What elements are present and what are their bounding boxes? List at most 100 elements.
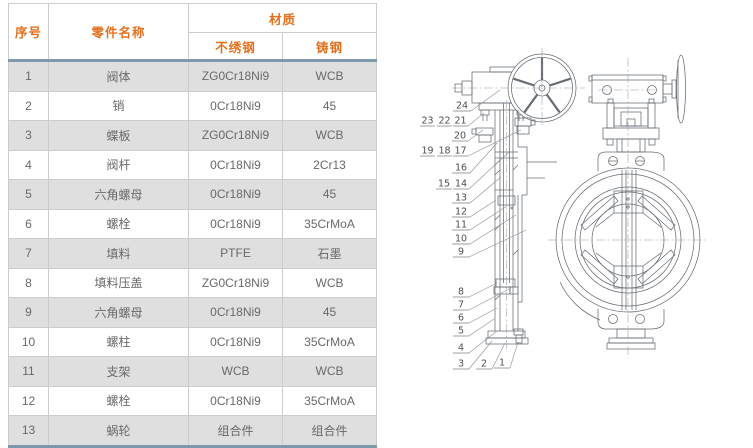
cell-cast: 45 bbox=[281, 90, 378, 121]
callout-6: 6 bbox=[458, 313, 464, 324]
callout-leader-line bbox=[469, 142, 498, 174]
callout-leader-line bbox=[468, 330, 498, 354]
callout-leader-line bbox=[468, 287, 512, 311]
cell-part-name: 阀杆 bbox=[48, 149, 189, 180]
cell-no: 10 bbox=[8, 326, 49, 357]
valve-body-front bbox=[548, 58, 708, 358]
callout-leader-line bbox=[468, 318, 495, 337]
cell-stainless: ZG0Cr18Ni9 bbox=[188, 267, 283, 298]
cell-stainless: 0Cr18Ni9 bbox=[188, 208, 283, 239]
cell-stainless: 0Cr18Ni9 bbox=[188, 149, 283, 180]
section-view bbox=[452, 48, 585, 352]
cell-cast: WCB bbox=[281, 120, 378, 151]
callout-21: 21 bbox=[454, 116, 466, 127]
front-view bbox=[548, 54, 708, 358]
cell-part-name: 蝶板 bbox=[48, 120, 189, 151]
cell-part-name: 螺栓 bbox=[48, 208, 189, 239]
cell-no: 2 bbox=[8, 90, 49, 121]
callout-leader-line bbox=[468, 229, 527, 258]
callout-leader-line bbox=[468, 282, 498, 298]
col-header-material: 材质 bbox=[187, 3, 378, 33]
callout-15: 15 bbox=[438, 179, 450, 190]
callout-17: 17 bbox=[454, 146, 466, 157]
callout-2: 2 bbox=[481, 359, 487, 370]
cell-cast: 2Cr13 bbox=[281, 149, 378, 180]
cell-part-name: 填料压盖 bbox=[48, 267, 189, 298]
cell-stainless: WCB bbox=[188, 356, 283, 387]
cell-part-name: 螺栓 bbox=[48, 385, 189, 416]
cell-cast: WCB bbox=[281, 60, 378, 92]
cell-stainless: 0Cr18Ni9 bbox=[188, 297, 283, 328]
valve-body-section bbox=[452, 48, 585, 352]
cell-no: 11 bbox=[8, 356, 49, 387]
cell-part-name: 六角螺母 bbox=[48, 297, 189, 328]
callout-22: 22 bbox=[438, 116, 450, 127]
callout-leader-line bbox=[469, 214, 517, 245]
cell-part-name: 支架 bbox=[48, 356, 189, 387]
cell-stainless: ZG0Cr18Ni9 bbox=[188, 120, 283, 151]
gearbox-front-view bbox=[588, 74, 677, 104]
callout-11: 11 bbox=[455, 220, 467, 231]
cell-cast: WCB bbox=[281, 267, 378, 298]
cell-no: 7 bbox=[8, 238, 49, 269]
callout-13: 13 bbox=[455, 193, 467, 204]
callout-leader-line bbox=[467, 129, 522, 157]
col-header-stainless-steel: 不绣钢 bbox=[188, 32, 283, 61]
cell-stainless: 组合件 bbox=[188, 415, 283, 447]
callout-leader-line bbox=[468, 151, 510, 190]
cell-stainless: 0Cr18Ni9 bbox=[188, 326, 283, 357]
cell-cast: 45 bbox=[281, 179, 378, 210]
callout-16: 16 bbox=[455, 163, 467, 174]
cell-stainless: 0Cr18Ni9 bbox=[188, 179, 283, 210]
callout-leader-line bbox=[470, 89, 501, 112]
callout-3: 3 bbox=[458, 359, 464, 370]
cell-stainless: ZG0Cr18Ni9 bbox=[188, 60, 283, 92]
cell-part-name: 阀体 bbox=[48, 60, 189, 92]
callout-leader-line bbox=[468, 340, 493, 370]
callout-12: 12 bbox=[455, 207, 467, 218]
callout-18: 18 bbox=[438, 146, 450, 157]
cell-stainless: 0Cr18Ni9 bbox=[188, 385, 283, 416]
cell-cast: 石墨 bbox=[281, 238, 378, 269]
callout-14: 14 bbox=[455, 179, 467, 190]
cell-part-name: 六角螺母 bbox=[48, 179, 189, 210]
cell-no: 12 bbox=[8, 385, 49, 416]
callout-9: 9 bbox=[458, 247, 464, 258]
cell-cast: 组合件 bbox=[281, 415, 378, 447]
cell-cast: 35CrMoA bbox=[281, 208, 378, 239]
cell-part-name: 蜗轮 bbox=[48, 415, 189, 447]
callout-leader-line bbox=[469, 199, 497, 218]
cell-cast: 45 bbox=[281, 297, 378, 328]
col-header-cast-steel: 铸钢 bbox=[281, 32, 378, 61]
callout-leader-line bbox=[509, 341, 519, 369]
callout-leader-line bbox=[491, 342, 506, 370]
cell-part-name: 填料 bbox=[48, 238, 189, 269]
callout-leader-line bbox=[469, 205, 508, 231]
bracket-front-view bbox=[602, 98, 660, 153]
col-header-part-name: 零件名称 bbox=[48, 3, 189, 61]
table-header: 序号 零件名称 材质 不绣钢 铸钢 bbox=[8, 3, 378, 61]
cell-no: 5 bbox=[8, 179, 49, 210]
cell-no: 8 bbox=[8, 267, 49, 298]
callout-leader-line bbox=[469, 176, 502, 204]
cell-no: 1 bbox=[8, 60, 49, 92]
callout-10: 10 bbox=[455, 234, 467, 245]
cell-stainless: PTFE bbox=[188, 238, 283, 269]
cell-no: 13 bbox=[8, 415, 49, 447]
cell-no: 9 bbox=[8, 297, 49, 328]
callout-7: 7 bbox=[458, 300, 464, 311]
